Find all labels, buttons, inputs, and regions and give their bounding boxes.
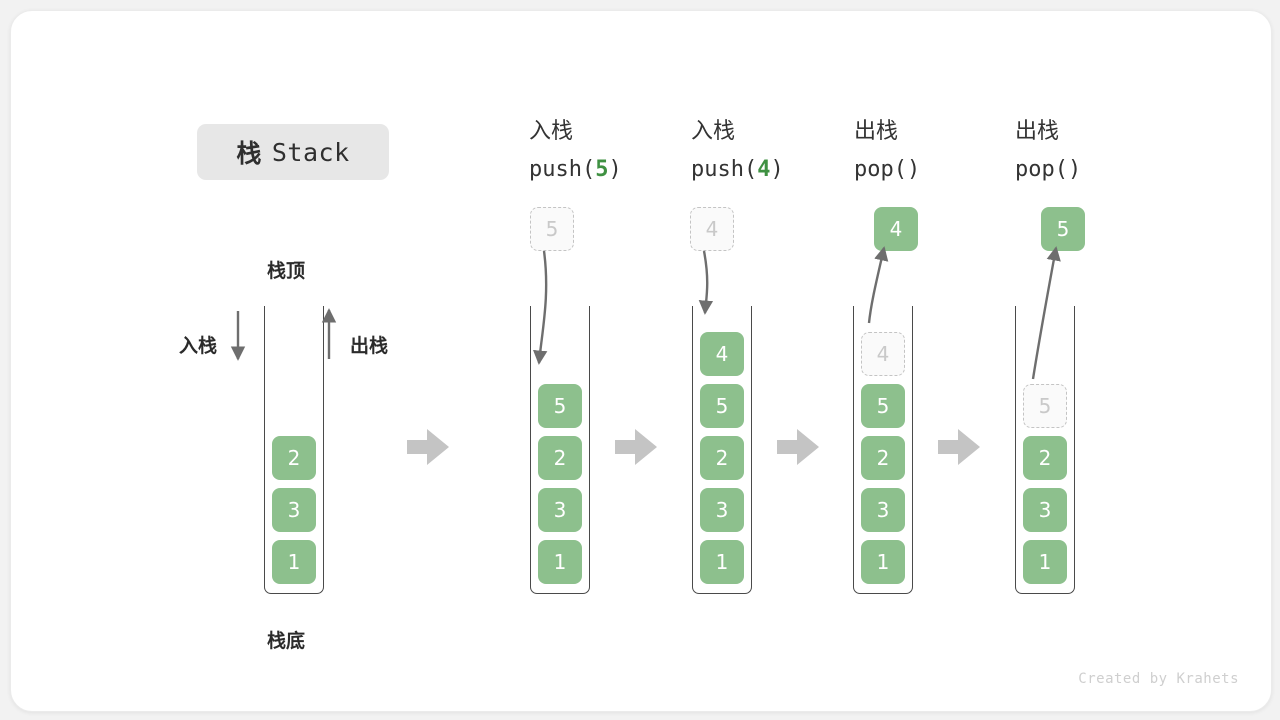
- page-title: 栈 Stack: [197, 124, 389, 180]
- column-header: 入栈 push(4): [691, 113, 784, 189]
- stack-cell: 5: [861, 384, 905, 428]
- stack-cell: 2: [538, 436, 582, 480]
- transition-arrow: [777, 429, 819, 465]
- stack-cell: 1: [538, 540, 582, 584]
- stack-container: [1015, 306, 1075, 594]
- column-op-label: 入栈: [529, 119, 574, 144]
- stack-cell: 5: [1023, 384, 1067, 428]
- column-call-label: push(4): [691, 157, 784, 182]
- stack-cell: 1: [861, 540, 905, 584]
- stack-container: [853, 306, 913, 594]
- arrow-overlay: [230, 246, 1061, 465]
- stack-cell: 3: [861, 488, 905, 532]
- stack-cell: 1: [272, 540, 316, 584]
- column-call-label: push(5): [529, 157, 622, 182]
- column-header: 出栈 pop(): [854, 113, 920, 189]
- floating-cell: 4: [690, 207, 734, 251]
- transition-arrow: [407, 429, 449, 465]
- stack-container: [530, 306, 590, 594]
- stack-cell: 2: [1023, 436, 1067, 480]
- floating-cell: 5: [1041, 207, 1085, 251]
- column-header: 入栈 push(5): [529, 113, 622, 189]
- stack-cell: 5: [700, 384, 744, 428]
- stack-cell: 4: [700, 332, 744, 376]
- column-call-label: pop(): [1015, 157, 1082, 182]
- stack-cell: 4: [861, 332, 905, 376]
- stack-top-label: 栈顶: [267, 260, 306, 282]
- stack-pop-label: 出栈: [350, 335, 389, 357]
- page-title-latin: Stack: [271, 137, 350, 167]
- stack-container: [692, 306, 752, 594]
- stack-push-label: 入栈: [179, 335, 218, 357]
- push-motion-arrow: [698, 250, 714, 315]
- stack-cell: 2: [861, 436, 905, 480]
- stack-container-initial: [264, 306, 324, 594]
- stack-cell: 3: [1023, 488, 1067, 532]
- page-title-cjk: 栈: [236, 139, 262, 168]
- floating-cell: 5: [530, 207, 574, 251]
- footer-credit: Created by Krahets: [1078, 671, 1239, 687]
- stack-cell: 1: [700, 540, 744, 584]
- floating-cell: 4: [874, 207, 918, 251]
- stack-cell: 3: [538, 488, 582, 532]
- stack-cell: 2: [272, 436, 316, 480]
- column-op-label: 入栈: [691, 119, 736, 144]
- column-call-label: pop(): [854, 157, 921, 182]
- column-op-label: 出栈: [1015, 119, 1060, 144]
- transition-arrow: [938, 429, 980, 465]
- transition-arrow: [615, 429, 657, 465]
- stack-cell: 5: [538, 384, 582, 428]
- column-op-label: 出栈: [854, 119, 899, 144]
- stack-cell: 2: [700, 436, 744, 480]
- stack-cell: 3: [272, 488, 316, 532]
- stack-bottom-label: 栈底: [267, 630, 306, 652]
- column-header: 出栈 pop(): [1015, 113, 1081, 189]
- stack-cell: 1: [1023, 540, 1067, 584]
- stack-cell: 3: [700, 488, 744, 532]
